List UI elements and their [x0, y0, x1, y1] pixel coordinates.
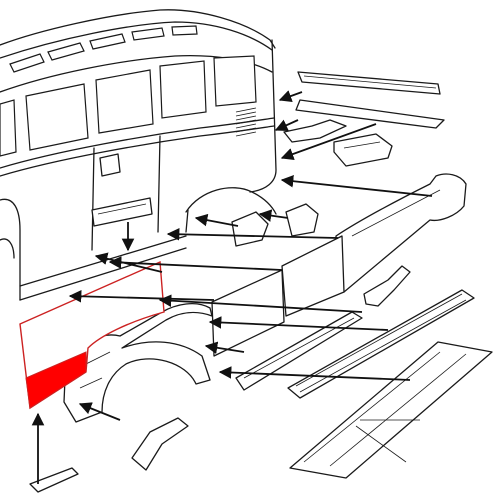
skylight-1 — [9, 53, 45, 73]
pointer-arrows — [31, 90, 433, 484]
skylight-3 — [89, 33, 126, 50]
arrow-sill-rail — [204, 341, 245, 354]
side-window-4 — [213, 55, 257, 107]
engine-vent-louvres — [235, 107, 257, 137]
engine-bay-piece-left — [231, 211, 269, 247]
bottom-sill-piece — [29, 467, 79, 493]
side-window-1 — [25, 83, 89, 151]
arrow-roof-rail — [278, 90, 303, 103]
front-window — [0, 99, 17, 157]
arrow-highlighted-panel — [94, 252, 163, 273]
jacking-point — [131, 417, 189, 471]
arrow-side-panel-rear — [166, 227, 339, 241]
arrow-side-panel-mid — [108, 256, 283, 271]
side-window-3 — [159, 60, 207, 119]
arrow-engine-bay-left — [194, 213, 239, 227]
engine-bay-piece-right — [285, 203, 319, 237]
rear-quarter-panel — [335, 173, 467, 293]
step-bracket — [91, 197, 153, 227]
arrow-panel-lower-b — [158, 294, 363, 313]
arrow-wheel-house — [78, 402, 121, 421]
arrow-engine-bay-right — [258, 209, 289, 222]
rear-quarter — [335, 173, 467, 293]
highlighted-panel-fill — [25, 351, 87, 409]
lower-panels — [211, 203, 493, 479]
sill-rail-long — [235, 311, 363, 391]
side-window-2 — [95, 69, 154, 134]
sill-strip-upper — [295, 99, 445, 129]
arrow-inner-bracket — [280, 123, 377, 161]
upper-right-parts — [283, 71, 445, 167]
skylight-4 — [131, 27, 165, 41]
door-handle — [99, 153, 121, 177]
inner-bracket — [283, 119, 347, 143]
van-body — [0, 9, 277, 301]
floor-pan — [289, 341, 493, 479]
skylight-2 — [47, 42, 85, 61]
skylight-5 — [171, 25, 198, 36]
arrow-panel-lower-a — [68, 290, 215, 303]
battery-tray — [333, 133, 393, 167]
van-roof — [0, 9, 276, 49]
floor-crossmember — [287, 289, 475, 399]
sill-bracket-small — [363, 265, 411, 307]
side-panel-rear — [281, 235, 345, 317]
arrow-floor-pan — [218, 366, 411, 381]
side-panel-mid — [211, 269, 285, 357]
arrow-crossmember — [208, 316, 389, 331]
rear-wheel-arch — [185, 187, 277, 215]
roof-rail-channel — [297, 71, 441, 95]
arrow-sill-strip — [274, 119, 299, 132]
arrow-rear-quarter — [280, 174, 433, 197]
